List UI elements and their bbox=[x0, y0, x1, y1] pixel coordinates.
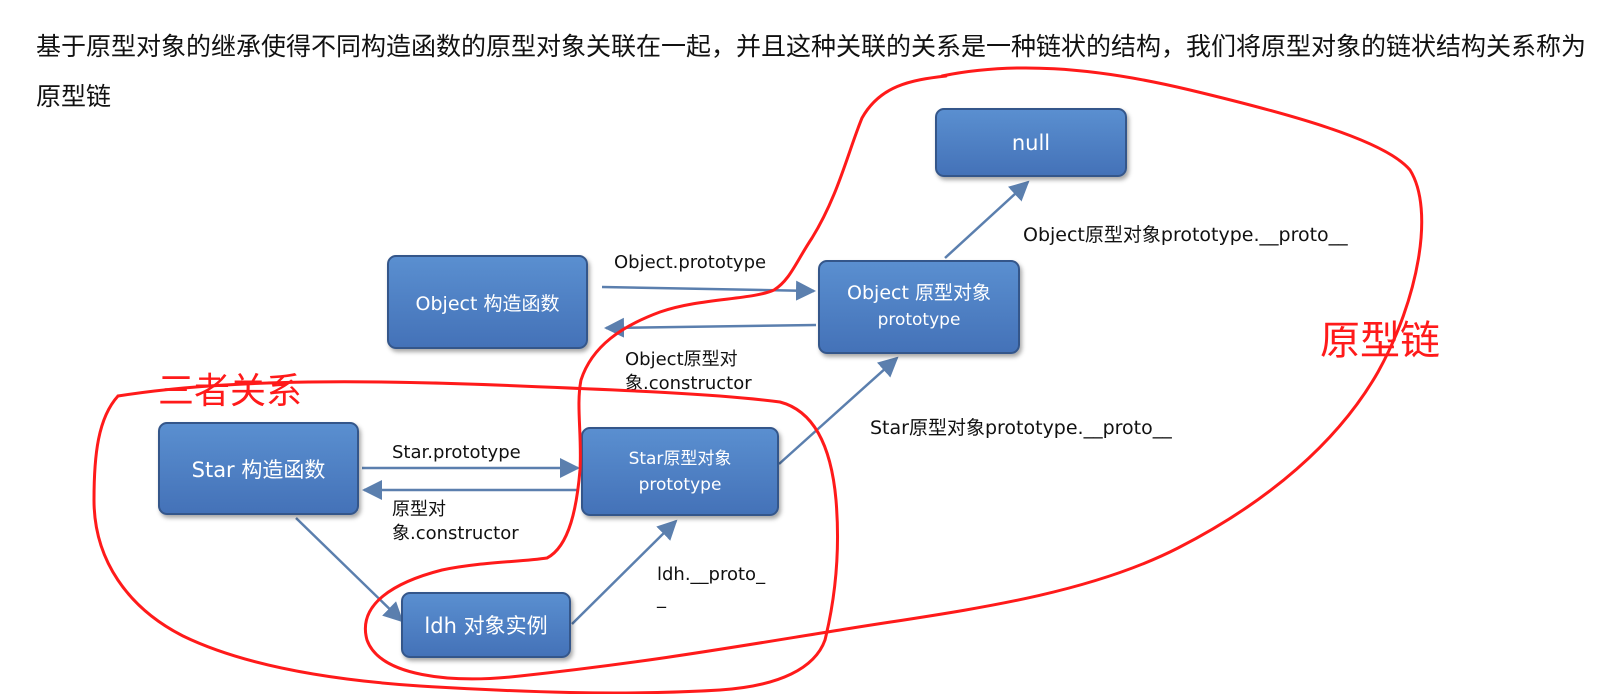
null-box-label: null bbox=[1011, 130, 1051, 155]
star-prototype-box-line1: Star原型对象 bbox=[628, 448, 732, 469]
object-prototype-box: Object 原型对象 prototype bbox=[818, 260, 1020, 354]
null-box: null bbox=[935, 108, 1127, 177]
label-star-proto-proto: Star原型对象prototype.__proto__ bbox=[870, 417, 1172, 439]
prototype-chain-loop bbox=[363, 66, 1424, 681]
label-ldh-proto-line1: ldh.__proto_ bbox=[657, 564, 766, 585]
arrow-starproto-to-objproto bbox=[778, 356, 899, 465]
arrow-objctor-to-objproto bbox=[601, 280, 816, 301]
label-ldh-proto-line2: _ bbox=[657, 588, 666, 609]
label-star-constructor: 原型对 象.constructor bbox=[392, 498, 519, 546]
object-prototype-box-line2: prototype bbox=[877, 310, 961, 330]
star-constructor-box-label: Star 构造函数 bbox=[191, 457, 326, 482]
label-object-constructor-line2: 象.constructor bbox=[625, 373, 752, 394]
label-object-prototype: Object.prototype bbox=[614, 252, 767, 273]
intro-paragraph: 基于原型对象的继承使得不同构造函数的原型对象关联在一起，并且这种关联的关系是一种… bbox=[36, 32, 1587, 111]
ldh-instance-box-label: ldh 对象实例 bbox=[424, 614, 548, 638]
label-object-constructor-line1: Object原型对 bbox=[625, 349, 738, 370]
star-prototype-box-line2: prototype bbox=[638, 474, 722, 495]
star-constructor-box: Star 构造函数 bbox=[158, 422, 359, 515]
arrow-starctor-to-ldh bbox=[295, 517, 404, 623]
ldh-instance-box: ldh 对象实例 bbox=[401, 592, 571, 658]
arrow-objproto-to-null bbox=[944, 180, 1030, 259]
star-prototype-box: Star原型对象 prototype bbox=[581, 427, 779, 516]
object-prototype-box-line1: Object 原型对象 bbox=[847, 282, 991, 304]
object-constructor-box: Object 构造函数 bbox=[387, 255, 588, 349]
label-ldh-proto: ldh.__proto_ _ bbox=[657, 563, 765, 611]
three-relation-annotation: 三者关系 bbox=[158, 371, 303, 412]
label-star-constructor-line2: 象.constructor bbox=[392, 523, 519, 544]
object-constructor-box-label: Object 构造函数 bbox=[415, 292, 560, 315]
arrow-ldh-to-starproto bbox=[571, 519, 678, 625]
prototype-chain-annotation: 原型链 bbox=[1320, 318, 1440, 364]
arrow-objproto-to-objctor bbox=[604, 317, 817, 338]
label-object-proto-proto: Object原型对象prototype.__proto__ bbox=[1023, 224, 1348, 246]
three-relation-loop bbox=[92, 380, 840, 694]
label-star-prototype: Star.prototype bbox=[392, 442, 521, 463]
label-star-constructor-line1: 原型对 bbox=[392, 499, 446, 520]
label-object-constructor: Object原型对 象.constructor bbox=[625, 348, 752, 396]
